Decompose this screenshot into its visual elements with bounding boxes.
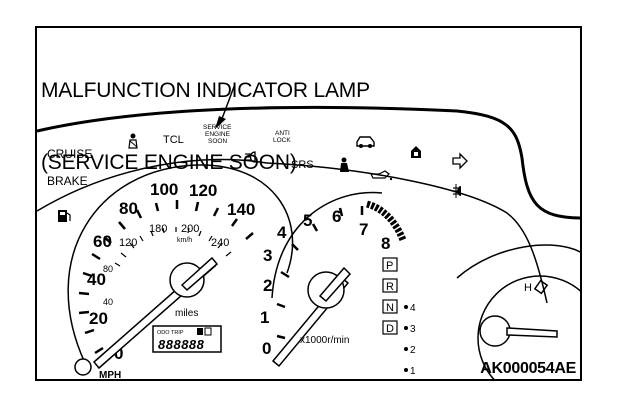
- speedometer-bezel: [67, 164, 294, 364]
- speedometer: 0 20 40 60 80 100 120 140 120 180 200 24…: [67, 164, 294, 381]
- temperature-gauge-marker: [533, 279, 549, 295]
- speedometer-tick-marks: [78, 200, 254, 355]
- brake-indicator: BRAKE: [47, 174, 88, 188]
- mph-tick-60: 60: [93, 232, 112, 251]
- odometer-mode-box-a: [197, 328, 203, 335]
- gear-n-label: N: [386, 302, 394, 314]
- oil-pressure-icon: [370, 170, 393, 181]
- figure-code: AK000054AE: [480, 360, 576, 377]
- tach-tick-3: 3: [263, 246, 272, 265]
- gear-p-box: [382, 257, 398, 272]
- mph-tick-20: 20: [89, 309, 108, 328]
- seatbelt-warning-icon: [128, 133, 138, 149]
- tach-tick-8: 8: [381, 234, 390, 253]
- mph-tick-80: 80: [119, 199, 138, 218]
- anti-lock-line1: ANTI: [275, 130, 290, 137]
- service-engine-soon-line2: ENGINE: [205, 131, 231, 138]
- odometer-mode-label: ODO TRIP: [157, 330, 184, 336]
- srs-indicator: SRS: [291, 159, 314, 171]
- odometer-mode-box-b: [204, 327, 212, 336]
- gear-r-box: [382, 278, 398, 293]
- kmh-tick-200: 200: [181, 223, 199, 235]
- temperature-gauge: H: [477, 275, 580, 379]
- kmh-tick-120: 120: [119, 237, 137, 249]
- kmh-tick-240: 240: [211, 237, 229, 249]
- mph-tick-140: 140: [227, 200, 255, 219]
- gear-2-dot: [404, 347, 408, 351]
- kmh-tick-40: 40: [103, 297, 113, 307]
- callout-arrow-line: [219, 83, 236, 125]
- tach-tick-7: 7: [359, 220, 368, 239]
- tachometer-bezel: [271, 191, 383, 299]
- gear-d-box: [382, 320, 398, 335]
- turn-signal-right-icon: [452, 152, 468, 170]
- instrument-cluster-diagram: CRUISE TCL SERVICE ENGINE SOON ANTI LOCK: [37, 83, 580, 381]
- anti-lock-line2: LOCK: [273, 137, 291, 144]
- temperature-gauge-dial: [477, 275, 580, 379]
- dashboard-outline: [37, 105, 580, 220]
- tachometer: 0 1 2 3 4 5 6 7 8: [260, 191, 407, 368]
- callout-arrow-head: [215, 116, 226, 129]
- fog-light-icon: [453, 184, 461, 198]
- speedometer-unit-label: MPH: [99, 370, 121, 381]
- gear-d-label: D: [386, 323, 394, 335]
- mph-tick-120: 120: [189, 181, 217, 200]
- tach-tick-1: 1: [260, 308, 269, 327]
- service-engine-soon-line1: SERVICE: [203, 124, 232, 131]
- gear-3-label: 3: [410, 324, 416, 335]
- odometer-digits: 888888: [158, 337, 205, 352]
- figure-title-line2: (SERVICE ENGINE SOON): [41, 151, 297, 174]
- mph-tick-0: 0: [114, 344, 123, 363]
- speedometer-minor-ticks: [114, 227, 232, 267]
- gear-position-indicator: P R N D 4 3 2 1: [382, 257, 416, 377]
- tach-tick-4: 4: [277, 223, 287, 242]
- car-door-ajar-icon: [356, 136, 375, 148]
- temperature-gauge-hub: [479, 315, 511, 347]
- gear-4-label: 4: [410, 303, 416, 314]
- kmh-tick-180: 180: [149, 223, 167, 235]
- gear-1-dot: [404, 368, 408, 372]
- tachometer-redline: [365, 200, 407, 242]
- tachometer-needle: [271, 266, 352, 368]
- kmh-tick-80: 80: [103, 264, 113, 274]
- figure-title: MALFUNCTION INDICATOR LAMP (SERVICE ENGI…: [41, 31, 370, 223]
- airbag-icon: [340, 157, 349, 172]
- tachometer-unit-label: x1000r/min: [300, 335, 349, 346]
- gear-3-dot: [404, 326, 408, 330]
- figure-title-line1: MALFUNCTION INDICATOR LAMP: [41, 79, 370, 102]
- kmh-unit-label: km/h: [177, 237, 192, 244]
- service-engine-soon-line3: SOON: [208, 138, 227, 145]
- temperature-gauge-h-label: H: [524, 282, 532, 294]
- speedometer-needle: [92, 256, 219, 370]
- gear-4-dot: [404, 305, 408, 309]
- gear-n-box: [382, 299, 398, 314]
- odometer-display: ODO TRIP 888888: [152, 325, 222, 353]
- mph-tick-100: 100: [150, 180, 178, 199]
- right-panel-edge: [456, 244, 580, 279]
- tcl-indicator: TCL: [163, 134, 184, 146]
- gear-2-label: 2: [410, 345, 416, 356]
- tach-tick-6: 6: [332, 207, 341, 226]
- gear-1-label: 1: [410, 366, 416, 377]
- odometer-label: miles: [175, 308, 198, 319]
- gear-r-label: R: [386, 281, 394, 293]
- security-alarm-icon: [411, 146, 421, 158]
- tachometer-tick-marks: [276, 206, 364, 340]
- cruise-indicator: CRUISE: [47, 147, 92, 161]
- headlight-high-beam-icon: [245, 151, 256, 163]
- fuel-warning-icon: [58, 210, 71, 222]
- temperature-gauge-needle: [506, 327, 558, 338]
- tach-tick-2: 2: [263, 276, 272, 295]
- figure-frame: CRUISE TCL SERVICE ENGINE SOON ANTI LOCK: [35, 26, 582, 381]
- speedometer-reset-knob: [74, 358, 92, 376]
- cluster-hood-left: [37, 158, 268, 212]
- gear-p-label: P: [386, 260, 393, 272]
- tach-tick-0: 0: [262, 339, 271, 358]
- tach-tick-5: 5: [303, 211, 312, 230]
